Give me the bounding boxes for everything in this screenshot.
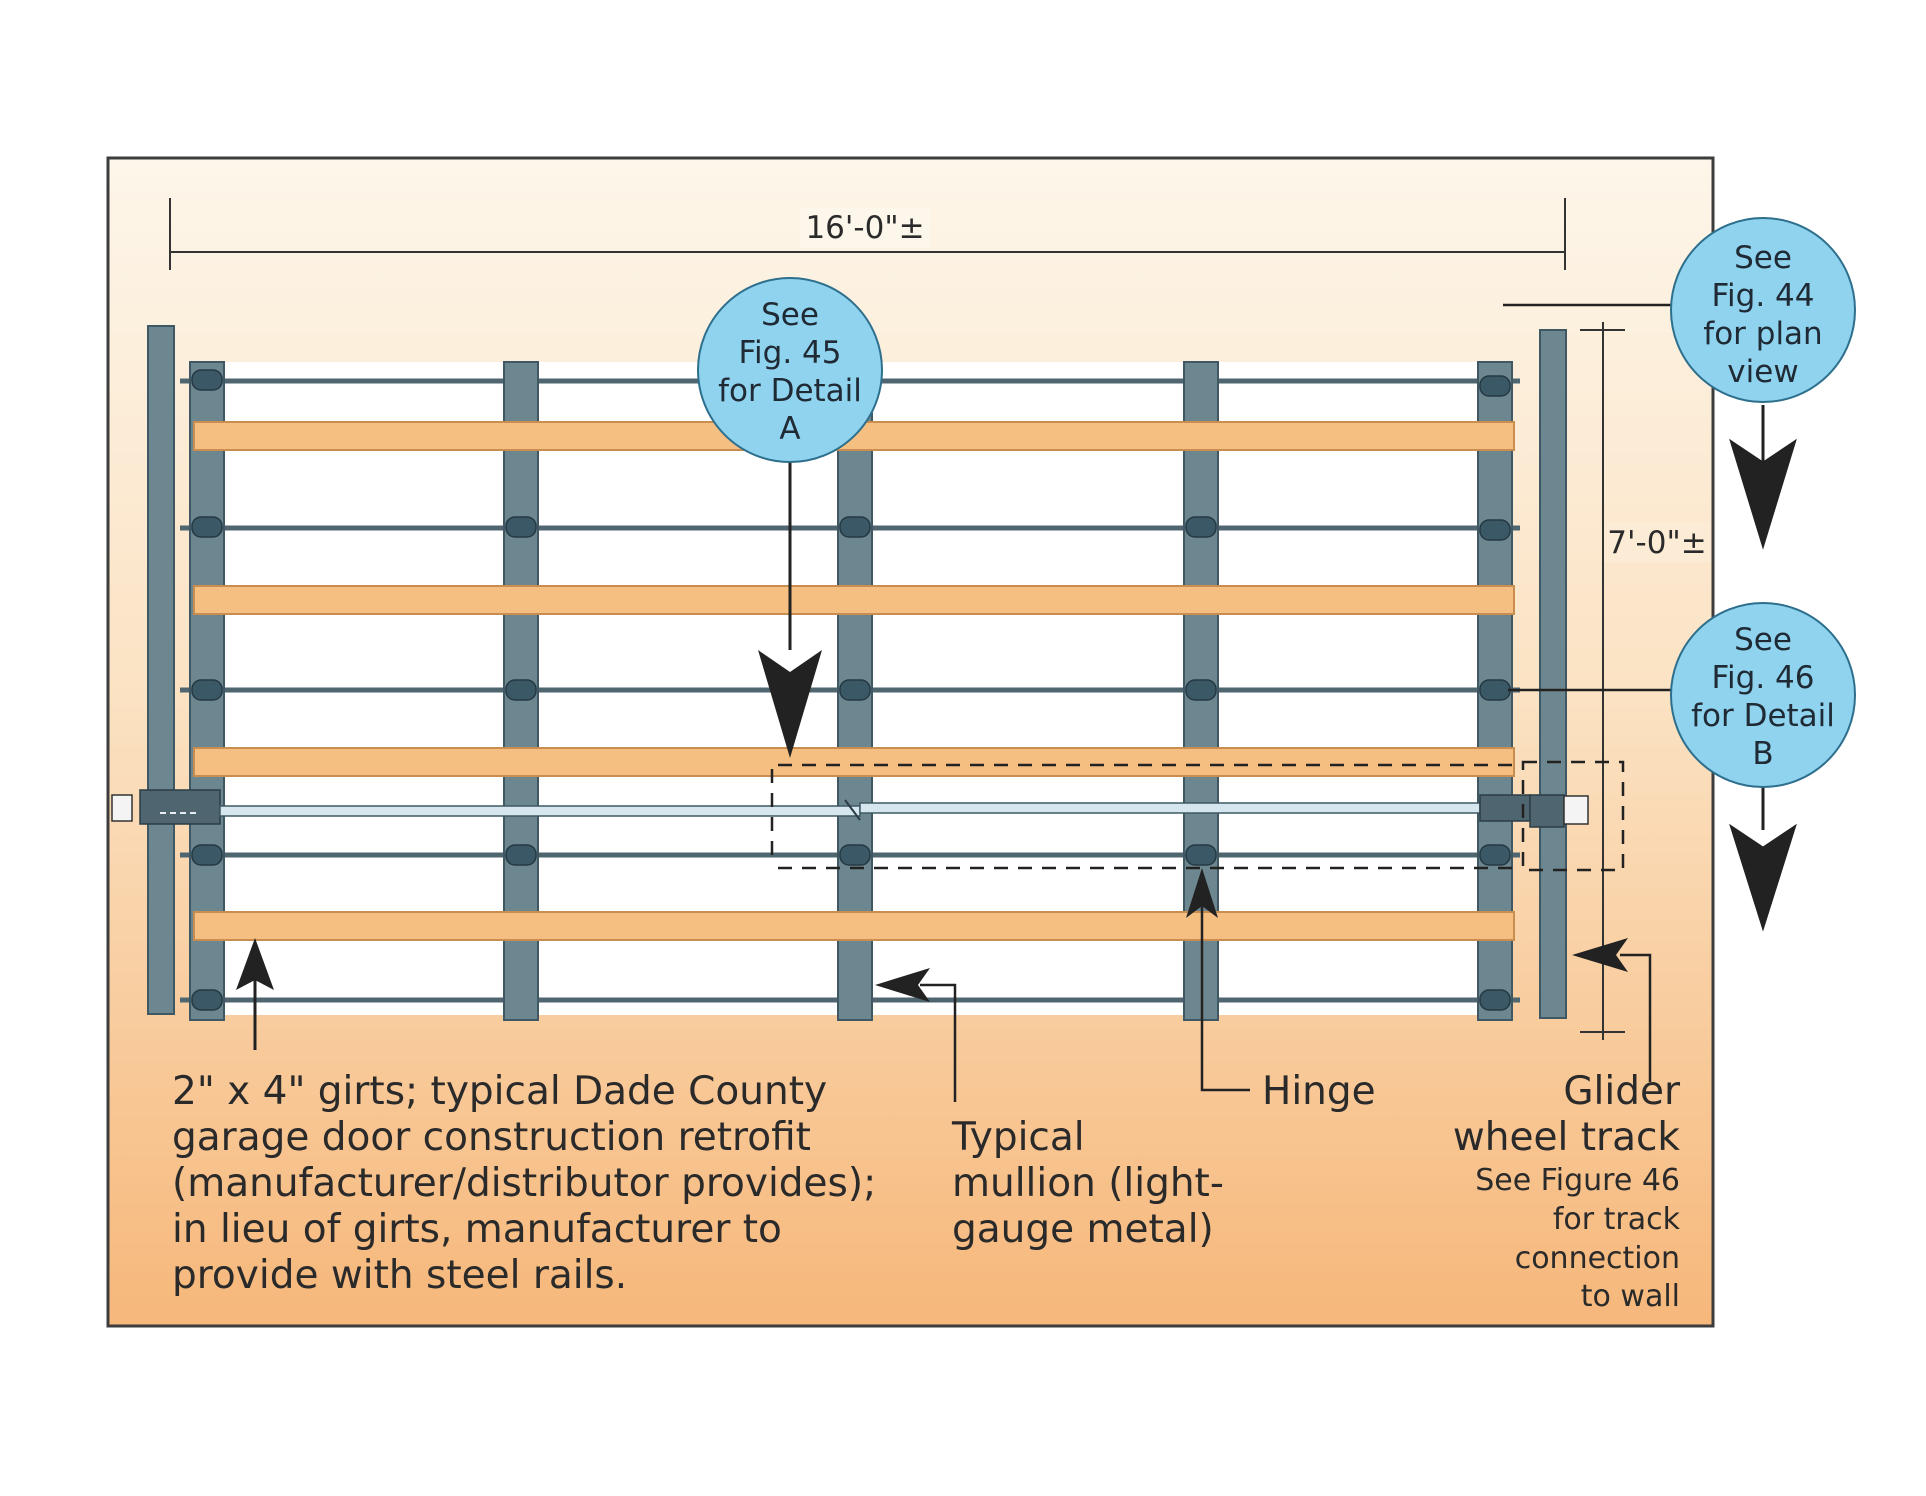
callout-fig45-line-1: See <box>761 297 819 333</box>
callout-fig45[interactable]: See Fig. 45 for Detail A <box>697 277 883 463</box>
girt-2 <box>193 585 1515 615</box>
glider-note-line-1: See Figure 46 <box>1475 1163 1680 1198</box>
girts-label-line-1: 2" x 4" girts; typical Dade County <box>172 1069 827 1114</box>
glider-note-line-4: to wall <box>1581 1279 1680 1314</box>
fig45-leader <box>758 460 822 758</box>
glider-label: Glider wheel track See Figure 46 for tra… <box>1453 1069 1681 1314</box>
girt-4 <box>193 911 1515 941</box>
glider-leader <box>1572 938 1652 1082</box>
detail-a-box <box>770 763 1515 870</box>
lock-bar <box>111 789 1589 828</box>
width-dimension <box>169 198 1566 270</box>
width-dimension-label: 16'-0"± <box>805 210 924 246</box>
girt-3 <box>193 747 1515 777</box>
callout-fig44-line-2: Fig. 44 <box>1711 278 1814 314</box>
detail-b-box <box>1521 760 1625 872</box>
hinges <box>191 369 1511 1011</box>
height-dimension <box>1580 322 1625 1040</box>
girts-label-line-3: (manufacturer/distributor provides); <box>172 1161 876 1206</box>
glider-note-line-2: for track <box>1553 1202 1681 1237</box>
callout-fig44[interactable]: See Fig. 44 for plan view <box>1670 217 1856 403</box>
girts-label-line-5: provide with steel rails. <box>172 1253 627 1298</box>
hinge-label: Hinge <box>1262 1069 1376 1114</box>
glider-label-line-1: Glider <box>1563 1069 1681 1114</box>
mullion-label-line-2: mullion (light- <box>952 1161 1224 1206</box>
callout-fig46-line-4: B <box>1752 736 1773 772</box>
girts-leader <box>236 938 274 1050</box>
mullion-leader <box>875 968 957 1102</box>
callout-fig46[interactable]: See Fig. 46 for Detail B <box>1670 602 1856 788</box>
callout-fig45-line-2: Fig. 45 <box>738 335 841 371</box>
glider-label-line-2: wheel track <box>1453 1115 1681 1160</box>
girts-label: 2" x 4" girts; typical Dade County garag… <box>172 1069 876 1298</box>
callout-fig45-line-3: for Detail <box>718 373 862 409</box>
callout-fig45-line-4: A <box>779 411 800 447</box>
mullion-label: Typical mullion (light- gauge metal) <box>951 1115 1224 1252</box>
girts-label-line-2: garage door construction retrofit <box>172 1115 811 1160</box>
right-track-post <box>1539 329 1567 1019</box>
callout-fig46-line-1: See <box>1734 622 1792 658</box>
left-track-post <box>147 325 175 1015</box>
height-dimension-label: 7'-0"± <box>1607 525 1706 561</box>
glider-note-line-3: connection <box>1515 1241 1680 1276</box>
mullion-label-line-1: Typical <box>951 1115 1085 1160</box>
callout-fig44-line-1: See <box>1734 240 1792 276</box>
girts-label-line-4: in lieu of girts, manufacturer to <box>172 1207 782 1252</box>
callout-fig46-line-2: Fig. 46 <box>1711 660 1814 696</box>
callout-fig46-line-3: for Detail <box>1691 698 1835 734</box>
callout-fig44-line-4: view <box>1727 354 1798 390</box>
callout-down-arrows <box>1729 405 1797 932</box>
callout-fig44-line-3: for plan <box>1703 316 1822 352</box>
hinge-leader <box>1186 868 1250 1092</box>
mullion-label-line-3: gauge metal) <box>952 1207 1214 1252</box>
